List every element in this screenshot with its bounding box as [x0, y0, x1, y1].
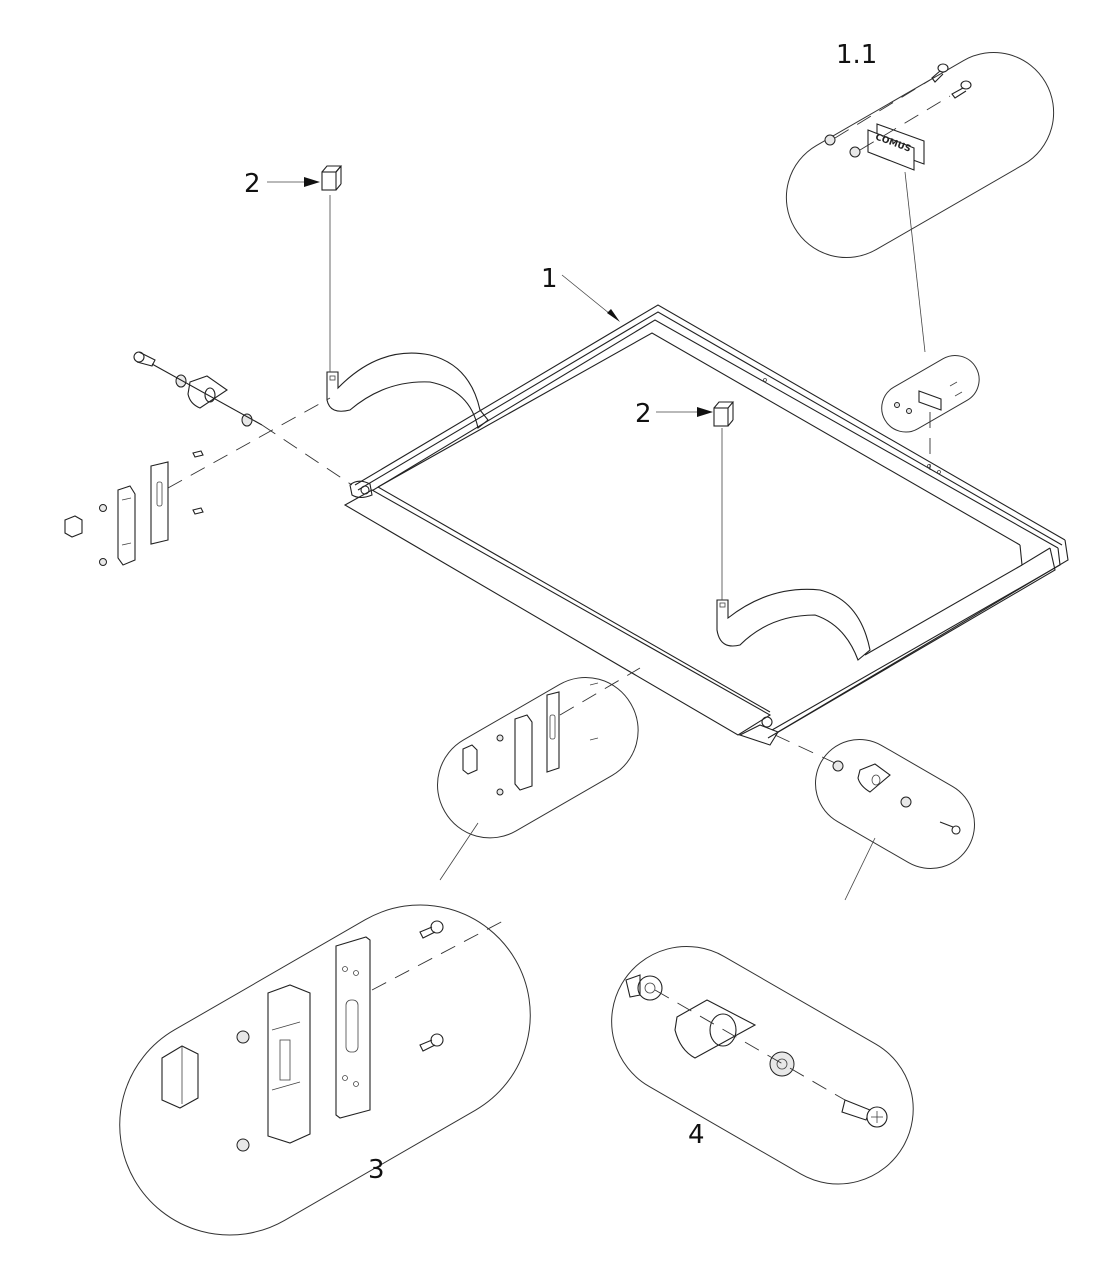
arrowhead-2-left [304, 177, 320, 187]
detail-bubble-4-small [774, 734, 976, 901]
clip-part-2-left [321, 165, 343, 372]
detail-bubble-1-1-small [881, 355, 980, 470]
arrowhead-2-right [697, 407, 713, 417]
callout-4: 4 [688, 1120, 705, 1150]
callout-2-right: 2 [635, 399, 652, 429]
right-handle [716, 588, 871, 661]
callout-2-left: 2 [244, 169, 261, 199]
callout-1-1: 1.1 [836, 40, 877, 70]
detail-bubble-3-small [437, 667, 641, 881]
callout-3: 3 [368, 1155, 385, 1185]
arrowhead-1 [607, 309, 620, 322]
left-handle [326, 352, 489, 429]
callout-1: 1 [541, 264, 558, 294]
clip-part-2-right [713, 401, 735, 600]
detail-bubble-4-large [611, 946, 914, 1185]
detail-bubble-3-large [119, 904, 531, 1236]
main-frame [343, 304, 1069, 746]
detail-bubble-1-1: COMUS [785, 52, 1055, 353]
left-hardware-explosion [64, 351, 353, 566]
callout-leaders [267, 177, 713, 417]
